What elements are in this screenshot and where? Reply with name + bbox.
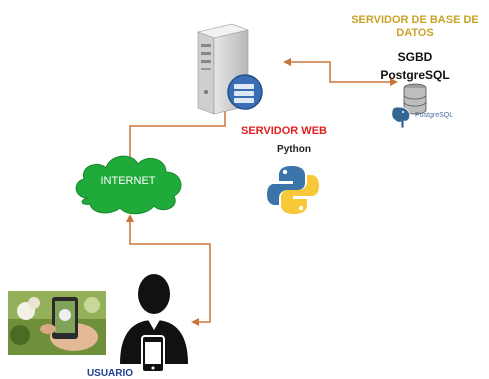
python-logo-icon bbox=[267, 166, 319, 214]
user-label: USUARIO bbox=[86, 368, 134, 379]
postgresql-elephant-icon bbox=[391, 106, 411, 129]
postgresql-label: PostgreSQL bbox=[380, 68, 450, 82]
user-silhouette-icon bbox=[120, 274, 188, 372]
sgbd-label: SGBD bbox=[397, 50, 433, 64]
database-icon bbox=[403, 83, 427, 115]
postgresql-logo-text: PostgreSQL bbox=[415, 112, 454, 119]
server-db-connector bbox=[290, 61, 392, 83]
web-server-label: SERVIDOR WEB bbox=[241, 125, 327, 137]
user-phone-photo bbox=[8, 291, 106, 355]
python-label: Python bbox=[277, 144, 311, 155]
arrow-to-user bbox=[191, 318, 199, 326]
arrow-up-internet bbox=[126, 214, 134, 222]
internet-label: INTERNET bbox=[100, 175, 156, 187]
user-internet-connector bbox=[129, 220, 211, 323]
arrow-to-server bbox=[283, 58, 291, 66]
database-server-label: SERVIDOR DE BASE DE DATOS bbox=[351, 14, 479, 39]
web-server-icon bbox=[196, 23, 263, 115]
internet-server-connector bbox=[129, 100, 226, 162]
arrow-to-db bbox=[390, 78, 398, 86]
internet-cloud-icon bbox=[75, 155, 182, 215]
